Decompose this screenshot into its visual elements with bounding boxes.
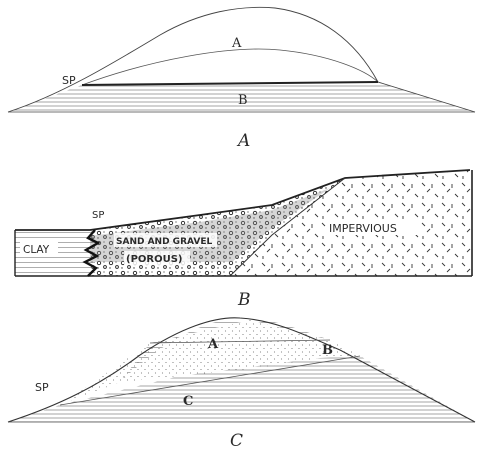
figure-c-sp-label: SP xyxy=(35,381,49,394)
figure-b-sp-label: SP xyxy=(92,210,104,221)
figure-c-diagram: SP A B C xyxy=(8,318,475,422)
figure-b-diagram: CLAY SP SAND AND GRAVEL (POROUS) IMPERVI… xyxy=(15,170,472,276)
figure-b-porous-label: (POROUS) xyxy=(126,254,183,265)
figure-a-caption: A xyxy=(236,131,250,151)
figure-c-label-c: C xyxy=(183,394,193,409)
figure-a-diagram: SP A B xyxy=(8,7,475,112)
figure-c-label-a: A xyxy=(207,337,219,352)
figure-c-label-b: B xyxy=(322,343,333,358)
figure-a-sp-label: SP xyxy=(62,74,76,87)
figure-b-clay-label: CLAY xyxy=(23,244,50,256)
figure-a-label-a: A xyxy=(231,36,242,51)
figure-b-sand-gravel-label: SAND AND GRAVEL xyxy=(116,237,212,247)
figure-c-caption: C xyxy=(230,431,243,451)
figure-b-impervious-label: IMPERVIOUS xyxy=(329,222,397,235)
figure-b-caption: B xyxy=(237,290,251,310)
figure-a-label-b: B xyxy=(238,93,248,108)
